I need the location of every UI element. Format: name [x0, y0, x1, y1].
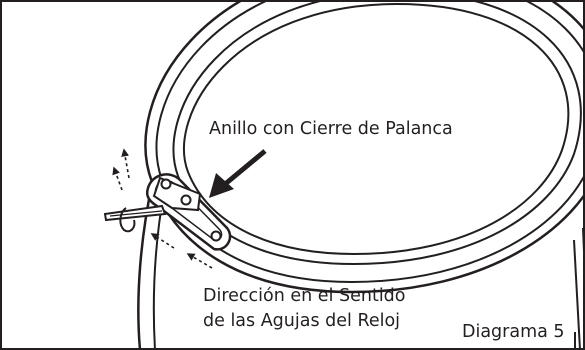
ring-outer: [144, 2, 583, 294]
lever-lock: [103, 173, 232, 251]
direction-arrows-icon: [112, 148, 213, 269]
direction-label-line1: Dirección en el Sentido: [203, 286, 406, 306]
ring-label: Anillo con Cierre de Palanca: [209, 119, 453, 139]
pointer-arrow-icon: [209, 149, 267, 198]
direction-label-line2: de las Agujas del Reloj: [203, 311, 401, 331]
diagram-number-label: Diagrama 5: [462, 322, 565, 342]
